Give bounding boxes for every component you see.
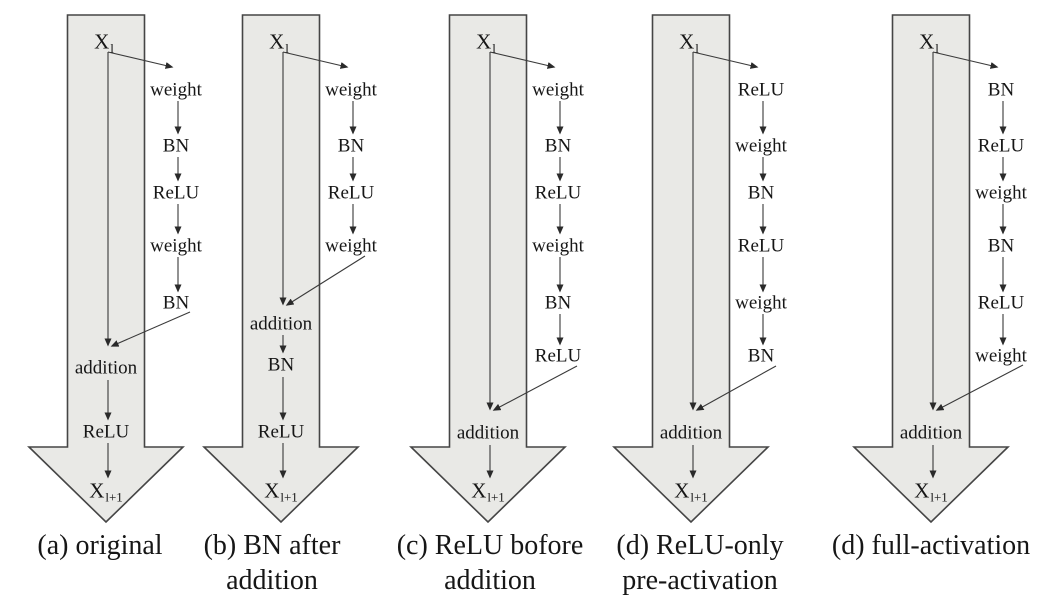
branch-split-arrow: [282, 51, 349, 69]
input-label: Xl: [919, 29, 939, 56]
op-label: weight: [735, 292, 787, 314]
op-label: ReLU: [327, 182, 375, 204]
op-label: BN: [747, 182, 775, 204]
op-label: BN: [337, 135, 365, 157]
op-label: weight: [975, 345, 1027, 367]
addition-label: addition: [659, 422, 723, 444]
flow-arrow-shape: [612, 14, 770, 524]
column-caption: (c) ReLU bofore: [396, 530, 584, 561]
op-label: ReLU: [534, 345, 582, 367]
output-label: Xl+1: [471, 478, 505, 505]
addition-label: addition: [74, 357, 138, 379]
op-label: BN: [747, 345, 775, 367]
column-caption: (b) BN after: [203, 530, 341, 561]
input-label: Xl: [476, 29, 496, 56]
op-label: BN: [267, 354, 295, 376]
op-label: ReLU: [534, 182, 582, 204]
op-label: ReLU: [737, 235, 785, 257]
op-label: weight: [532, 235, 584, 257]
op-label: weight: [325, 79, 377, 101]
op-label: BN: [544, 292, 572, 314]
op-label: ReLU: [257, 421, 305, 443]
op-label: weight: [150, 79, 202, 101]
op-label: ReLU: [737, 79, 785, 101]
input-label: Xl: [94, 29, 114, 56]
op-label: ReLU: [82, 421, 130, 443]
branch-merge-arrow: [110, 311, 191, 347]
op-label: BN: [162, 135, 190, 157]
output-label: Xl+1: [264, 478, 298, 505]
output-label: Xl+1: [674, 478, 708, 505]
branch-merge-arrow: [695, 365, 777, 411]
column-caption: (d) ReLU-only: [616, 530, 784, 561]
column-caption: addition: [226, 565, 318, 596]
op-label: weight: [532, 79, 584, 101]
op-label: weight: [975, 182, 1027, 204]
branch-merge-arrow: [935, 364, 1024, 411]
branch-split-arrow: [107, 51, 174, 69]
addition-label: addition: [899, 422, 963, 444]
addition-label: addition: [249, 313, 313, 335]
branch-split-arrow: [692, 51, 759, 69]
branch-split-arrow: [932, 51, 999, 69]
op-label: BN: [162, 292, 190, 314]
column-caption: addition: [444, 565, 536, 596]
op-label: BN: [987, 235, 1015, 257]
output-label: Xl+1: [89, 478, 123, 505]
input-label: Xl: [269, 29, 289, 56]
input-label: Xl: [679, 29, 699, 56]
flow-arrow-shape: [202, 14, 360, 524]
op-label: weight: [325, 235, 377, 257]
op-label: ReLU: [152, 182, 200, 204]
column-caption: (d) full-activation: [831, 530, 1031, 561]
branch-merge-arrow: [492, 365, 578, 411]
op-label: BN: [544, 135, 572, 157]
op-label: BN: [987, 79, 1015, 101]
op-label: ReLU: [977, 135, 1025, 157]
op-label: weight: [735, 135, 787, 157]
addition-label: addition: [456, 422, 520, 444]
op-label: weight: [150, 235, 202, 257]
branch-merge-arrow: [285, 255, 366, 306]
op-label: ReLU: [977, 292, 1025, 314]
flow-arrow-shape: [409, 14, 567, 524]
branch-split-arrow: [489, 51, 556, 69]
flow-arrow-shape: [852, 14, 1010, 524]
column-caption: pre-activation: [622, 565, 778, 596]
output-label: Xl+1: [914, 478, 948, 505]
flow-arrow-shape: [27, 14, 185, 524]
column-caption: (a) original: [37, 530, 163, 561]
